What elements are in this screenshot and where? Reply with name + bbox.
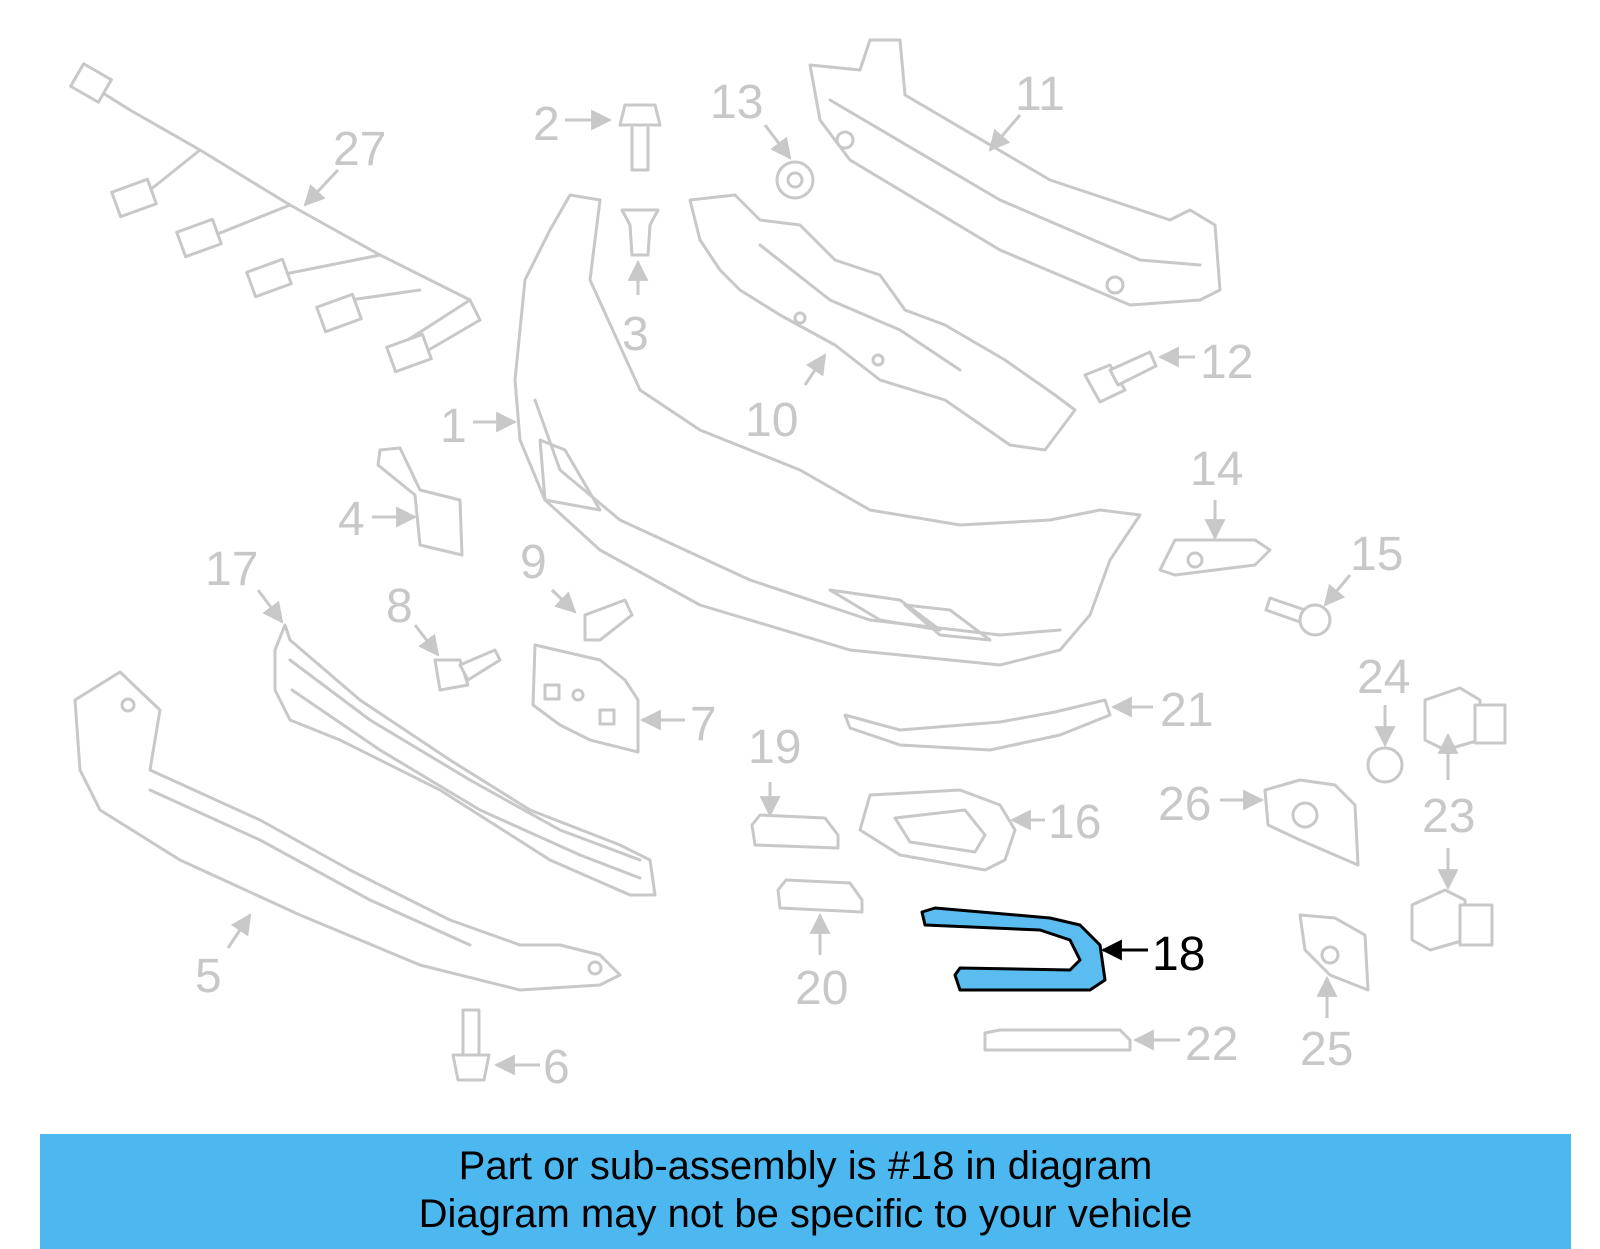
callout-25: 25: [1300, 1023, 1353, 1076]
part-11-reinforcement[interactable]: [808, 38, 1222, 307]
banner-line-2: Diagram may not be specific to your vehi…: [418, 1192, 1193, 1236]
part-23-sensor-lower[interactable]: [1410, 888, 1494, 952]
callout-labels: 1 2 3 4 5 6 7 8 9 10 11 12 13 14 15 16 1…: [195, 68, 1475, 1094]
part-23-sensor-upper[interactable]: [1423, 686, 1507, 752]
part-20-clip[interactable]: [776, 878, 864, 914]
callout-1: 1: [440, 400, 467, 453]
part-5-lower-absorber[interactable]: [73, 670, 622, 992]
callout-18: 18: [1152, 928, 1205, 981]
part-12-bolt[interactable]: [1083, 350, 1158, 404]
part-17-grille[interactable]: [273, 623, 657, 897]
callout-17: 17: [205, 543, 258, 596]
callout-12: 12: [1200, 336, 1253, 389]
callout-8: 8: [386, 580, 413, 633]
banner-line-1: Part or sub-assembly is #18 in diagram: [458, 1144, 1153, 1188]
part-4-bracket[interactable]: [376, 446, 464, 557]
part-9-clip[interactable]: [583, 598, 634, 642]
part-8-bolt[interactable]: [433, 648, 502, 692]
callout-6: 6: [543, 1041, 570, 1094]
callout-21: 21: [1160, 684, 1213, 737]
part-10-absorber[interactable]: [688, 193, 1077, 452]
part-18-trim-highlighted[interactable]: [920, 906, 1107, 992]
part-27-wiring-harness[interactable]: [69, 62, 482, 374]
callout-4: 4: [338, 493, 365, 546]
callout-26: 26: [1158, 778, 1211, 831]
part-25-sensor-bracket[interactable]: [1298, 913, 1370, 992]
part-14-cap[interactable]: [1158, 538, 1272, 577]
callout-19: 19: [748, 721, 801, 774]
callout-10: 10: [745, 394, 798, 447]
callout-5: 5: [195, 950, 222, 1003]
callout-14: 14: [1190, 443, 1243, 496]
callout-22: 22: [1185, 1018, 1238, 1071]
callout-3: 3: [622, 308, 649, 361]
part-6-bolt[interactable]: [451, 1008, 491, 1082]
part-26-sensor-bracket[interactable]: [1263, 778, 1360, 867]
part-1-bumper-cover[interactable]: [513, 193, 1142, 667]
callout-13: 13: [710, 76, 763, 129]
part-2-bolt[interactable]: [618, 103, 662, 172]
callout-7: 7: [690, 698, 717, 751]
callout-2: 2: [533, 98, 560, 151]
part-22-strip[interactable]: [983, 1028, 1132, 1052]
callout-9: 9: [520, 536, 547, 589]
part-7-license-bracket[interactable]: [531, 643, 640, 754]
callout-23: 23: [1422, 790, 1475, 843]
part-13-nut[interactable]: [775, 160, 815, 200]
callout-27: 27: [333, 123, 386, 176]
part-21-strip[interactable]: [843, 698, 1112, 752]
callout-15: 15: [1350, 528, 1403, 581]
part-19-clip[interactable]: [750, 813, 840, 850]
info-banner: Part or sub-assembly is #18 in diagram D…: [40, 1134, 1571, 1249]
part-3-clip[interactable]: [620, 208, 660, 257]
part-16-fog-bezel[interactable]: [858, 788, 1017, 872]
callout-16: 16: [1048, 796, 1101, 849]
callout-11: 11: [1015, 68, 1065, 121]
leader-arrows: [226, 109, 1459, 1076]
part-15-bolt[interactable]: [1264, 596, 1332, 637]
part-24-grommet[interactable]: [1366, 746, 1404, 784]
callout-24: 24: [1357, 651, 1410, 704]
callout-20: 20: [795, 962, 848, 1015]
